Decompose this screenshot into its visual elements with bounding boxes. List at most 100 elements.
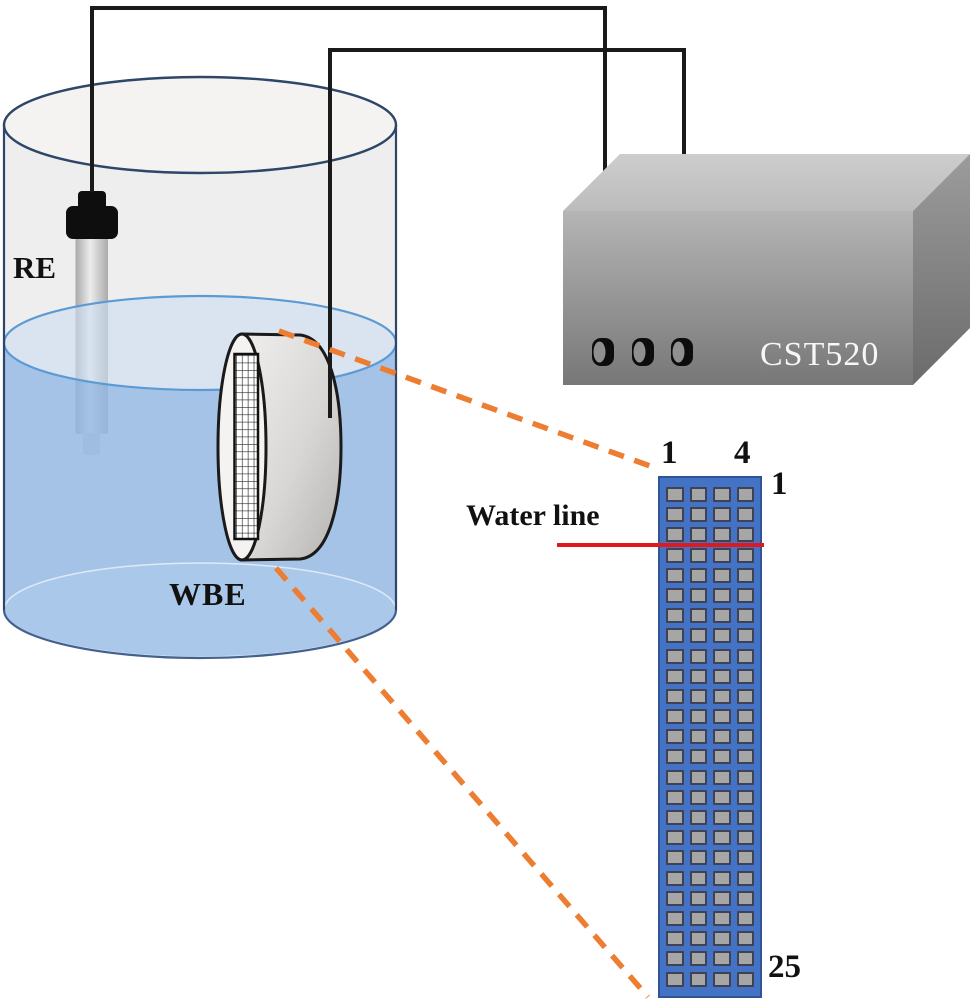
electrode-cell	[736, 567, 754, 583]
water-surface	[2, 294, 398, 392]
electrode-cell	[713, 587, 731, 603]
electrode-cell	[666, 668, 684, 684]
zoom-guide-line-bottom	[273, 566, 651, 999]
instrument-top-face	[563, 154, 970, 211]
array-row-last-label: 25	[768, 949, 801, 985]
array-row-first-label: 1	[771, 466, 788, 502]
electrode-cell	[736, 729, 754, 745]
electrode-cell	[713, 608, 731, 624]
electrode-cell	[713, 567, 731, 583]
electrode-cell	[736, 789, 754, 805]
electrode-cell	[666, 587, 684, 603]
electrode-cell	[713, 789, 731, 805]
electrode-cell	[689, 709, 707, 725]
re-electrode-cap-top	[78, 191, 106, 210]
electrode-cell	[666, 850, 684, 866]
electrode-cell	[713, 547, 731, 563]
electrode-cell	[713, 688, 731, 704]
electrode-cell	[736, 587, 754, 603]
electrode-cell	[666, 567, 684, 583]
array-column-first-label: 1	[661, 435, 678, 471]
electrode-cell	[713, 729, 731, 745]
electrode-cell	[689, 527, 707, 543]
electrode-cell	[736, 971, 754, 987]
electrode-cell	[736, 910, 754, 926]
electrode-cell	[666, 487, 684, 502]
electrode-cell	[666, 769, 684, 785]
electrode-cell	[666, 810, 684, 825]
re-label: RE	[13, 250, 57, 285]
electrode-cell	[689, 810, 707, 825]
electrode-cell	[736, 810, 754, 825]
electrode-cell	[736, 648, 754, 664]
electrode-cell	[666, 527, 684, 543]
electrode-cell	[713, 749, 731, 765]
electrode-cell	[713, 910, 731, 926]
electrode-cell	[736, 688, 754, 704]
electrode-cell	[736, 951, 754, 967]
electrode-cell	[666, 709, 684, 725]
instrument-knob-3	[671, 338, 693, 366]
electrode-cell	[713, 769, 731, 785]
water-line-label: Water line	[466, 499, 600, 532]
instrument-model-label: CST520	[760, 336, 880, 373]
electrode-cell	[736, 769, 754, 785]
electrode-cell	[689, 971, 707, 987]
electrode-array-panel	[658, 476, 762, 998]
electrode-cell	[666, 547, 684, 563]
zoom-guide-line-top	[278, 328, 651, 469]
electrode-cell	[666, 648, 684, 664]
electrode-cell	[689, 890, 707, 906]
electrode-cell	[736, 527, 754, 543]
electrode-cell	[689, 688, 707, 704]
electrode-cell	[689, 910, 707, 926]
electrode-cell	[689, 931, 707, 947]
electrode-cell	[666, 608, 684, 624]
electrode-cell	[689, 587, 707, 603]
electrode-cell	[689, 567, 707, 583]
electrode-cell	[713, 628, 731, 644]
electrode-cell	[666, 628, 684, 644]
electrode-cell	[689, 789, 707, 805]
electrode-cell	[736, 749, 754, 765]
electrode-cell	[736, 547, 754, 563]
electrode-cell	[713, 850, 731, 866]
beaker-bottom-edge	[2, 609, 398, 660]
electrode-cell	[736, 709, 754, 725]
electrode-cell	[713, 810, 731, 825]
water-line-marker	[557, 543, 764, 547]
electrode-cell	[736, 668, 754, 684]
electrode-cell	[713, 507, 731, 523]
instrument-knob-1	[592, 338, 614, 366]
instrument-right-face	[913, 154, 970, 385]
electrode-cell	[689, 487, 707, 502]
electrode-cell	[736, 890, 754, 906]
electrode-cell	[666, 910, 684, 926]
electrode-cell	[713, 830, 731, 846]
electrode-cell	[713, 709, 731, 725]
electrode-cell	[689, 608, 707, 624]
electrode-cell	[713, 487, 731, 502]
electrode-cell	[689, 850, 707, 866]
electrode-cell	[666, 931, 684, 947]
array-column-last-label: 4	[734, 435, 751, 471]
electrode-cell	[713, 870, 731, 886]
electrode-cell	[666, 749, 684, 765]
electrode-cell	[689, 628, 707, 644]
wbe-face-grid	[233, 352, 260, 541]
electrode-cell	[713, 668, 731, 684]
electrode-cell	[736, 487, 754, 502]
electrode-cell	[736, 608, 754, 624]
electrode-cell	[666, 507, 684, 523]
electrode-cell	[736, 507, 754, 523]
electrode-cell	[736, 850, 754, 866]
electrode-cell	[713, 951, 731, 967]
wbe-disc-body	[240, 332, 343, 562]
electrode-cell	[689, 830, 707, 846]
electrode-cell	[666, 729, 684, 745]
electrode-cell	[713, 971, 731, 987]
electrode-cell	[666, 971, 684, 987]
electrode-cell	[666, 951, 684, 967]
